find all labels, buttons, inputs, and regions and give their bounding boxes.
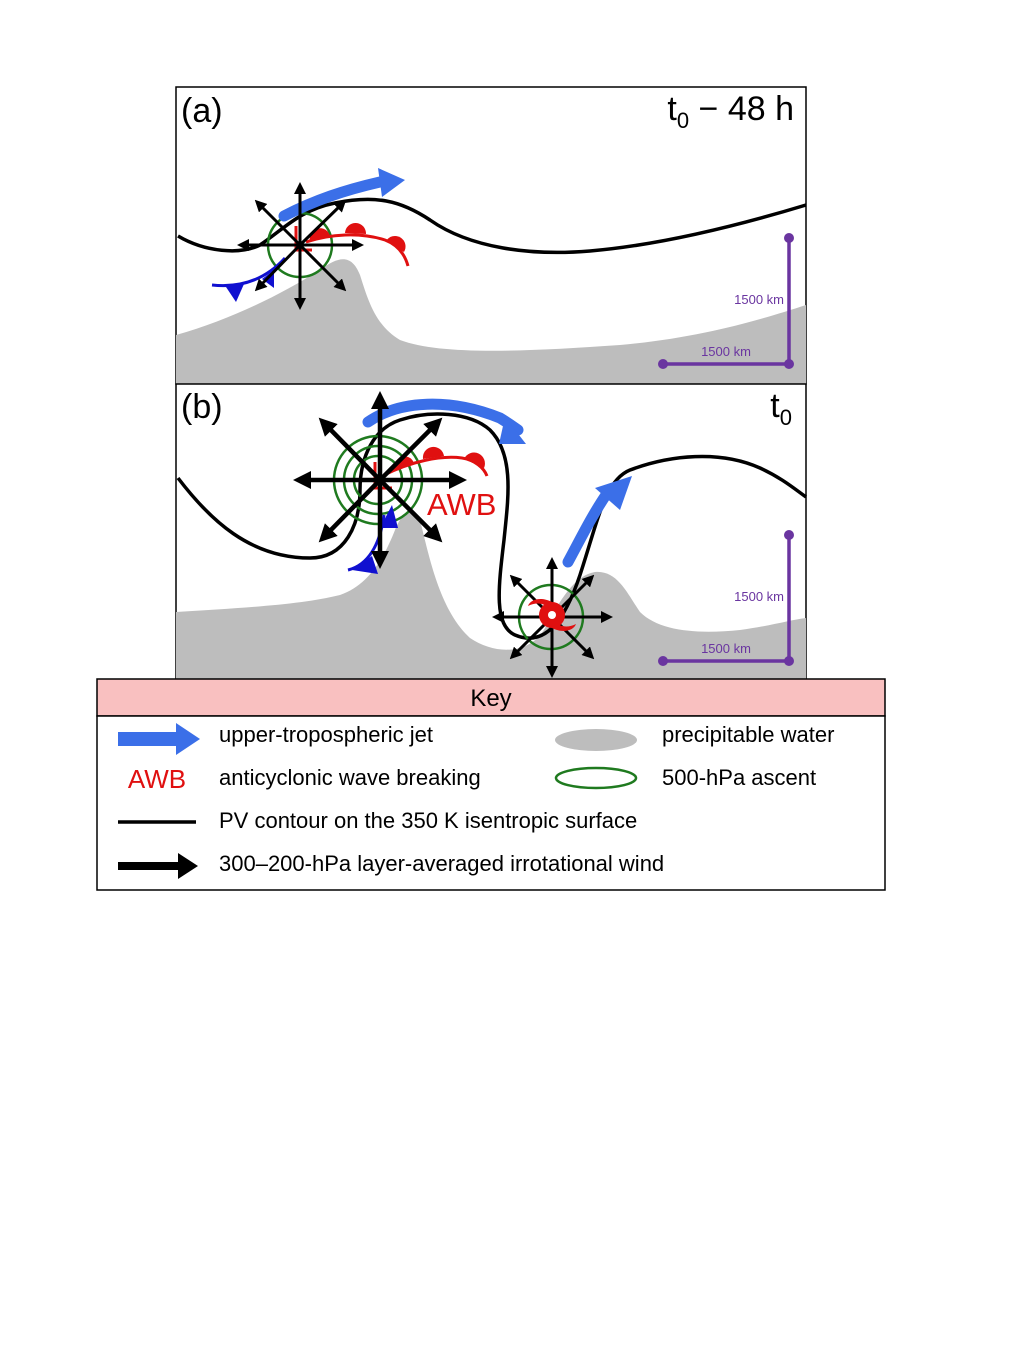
panel-b: AWB (b) t0 1500 km 1500 km [175,383,808,680]
key-precip-symbol [555,729,637,751]
warm-front-bump-b-3 [464,452,485,468]
scale-horizontal-label-b: 1500 km [701,641,751,656]
key-header [96,678,886,717]
jet-arrowhead-b-2 [595,476,632,510]
key-precip-label: precipitable water [662,722,834,747]
key-awb-symbol: AWB [128,764,186,794]
warm-front-a [305,233,410,267]
panel-a-label: (a) [181,92,223,130]
scale-vertical-label-b: 1500 km [734,589,784,604]
key-awb-label: anticyclonic wave breaking [219,765,481,790]
warm-front-bump-a-3 [386,235,406,252]
key-wind-symbol [118,853,198,879]
key-jet-symbol [118,723,200,755]
panel-b-time: t0 [770,387,792,430]
jet-arrow-b-2 [562,486,614,568]
key-ascent-symbol [554,766,638,790]
key-title: Key [470,685,511,712]
awb-label: AWB [427,487,496,522]
jet-arrow-a [278,176,386,222]
panel-a-time: t0 − 48 h [667,90,794,133]
panel-a: (a) t0 − 48 h 1500 km 1500 km [175,86,807,385]
key-jet-label: upper-tropospheric jet [219,722,433,747]
irrotational-wind-arrows-a [237,182,364,310]
cold-front-barb-a [226,284,244,302]
jet-arrowhead-a [378,168,405,197]
key-box: Key upper-tropospheric jet precipitable … [96,678,886,891]
tropical-cyclone-icon [528,599,576,631]
scale-vertical-label-a: 1500 km [734,292,784,307]
jet-arrow-b [362,398,524,436]
scale-bar-a: 1500 km 1500 km [658,233,794,369]
pv-contour-b [176,412,808,640]
irrotational-wind-arrows-b [293,391,467,569]
cold-front-barb-b-2 [380,505,398,528]
key-pv-label: PV contour on the 350 K isentropic surfa… [219,808,637,833]
panel-b-label: (b) [181,388,223,426]
warm-front-bump-b-2 [422,446,444,459]
cold-front-a [211,256,287,288]
jet-arrowhead-b [499,417,526,444]
key-body [96,715,886,891]
scale-horizontal-label-a: 1500 km [701,344,751,359]
key-wind-label: 300–200-hPa layer-averaged irrotational … [219,851,664,876]
key-ascent-label: 500-hPa ascent [662,765,816,790]
warm-front-bump-a-2 [345,222,367,234]
precipitable-water-region-b [176,511,806,679]
precipitable-water-region-a [176,259,806,384]
scale-bar-b: 1500 km 1500 km [658,530,794,666]
